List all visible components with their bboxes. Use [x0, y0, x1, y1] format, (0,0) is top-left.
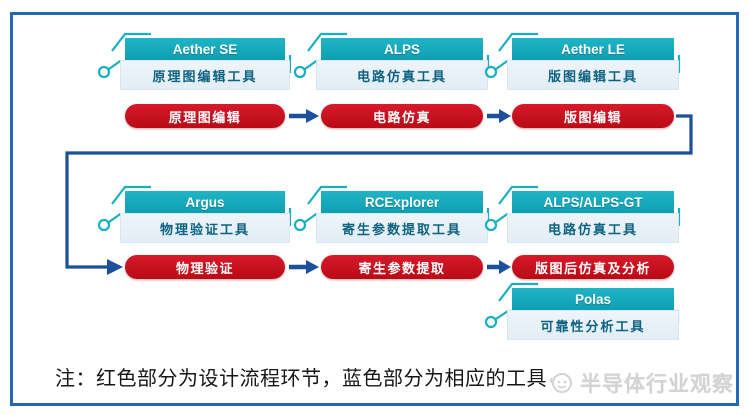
tool-description: 可靠性分析工具: [507, 310, 679, 340]
tool-description: 电路仿真工具: [507, 213, 679, 243]
flow-step-layout-edit: 版图编辑: [512, 104, 674, 128]
wechat-face-icon: [550, 373, 572, 393]
tool-card-alps: ALPS 电路仿真工具: [291, 24, 497, 110]
circuit-node-icon: [293, 218, 307, 232]
tool-card-aether-se: Aether SE 原理图编辑工具: [95, 24, 299, 110]
flow-step-physical-verify: 物理验证: [125, 255, 285, 279]
legend-note: 注：红色部分为设计流程环节，蓝色部分为相应的工具: [55, 368, 547, 390]
circuit-node-icon: [97, 218, 111, 232]
tool-name: ALPS: [321, 38, 483, 60]
tool-name: Argus: [125, 191, 285, 213]
circuit-node-icon: [97, 65, 111, 79]
circuit-node-icon: [484, 218, 498, 232]
circuit-node-icon: [484, 315, 498, 329]
flow-step-post-layout-sim: 版图后仿真及分析: [512, 255, 674, 279]
tool-name: Aether LE: [512, 38, 674, 60]
watermark-text: 半导体行业观察: [580, 373, 734, 396]
circuit-node-icon: [293, 65, 307, 79]
tool-name: Aether SE: [125, 38, 285, 60]
tool-name: Polas: [512, 288, 674, 310]
tool-description: 电路仿真工具: [316, 60, 488, 90]
circuit-node-icon: [484, 65, 498, 79]
tool-card-polas: Polas 可靠性分析工具: [482, 274, 688, 360]
tool-card-rcexplorer: RCExplorer 寄生参数提取工具: [291, 177, 497, 263]
tool-description: 原理图编辑工具: [120, 60, 290, 90]
tool-description: 物理验证工具: [120, 213, 290, 243]
tool-description: 寄生参数提取工具: [316, 213, 488, 243]
tool-description: 版图编辑工具: [507, 60, 679, 90]
tool-name: RCExplorer: [321, 191, 483, 213]
flow-step-circuit-sim: 电路仿真: [321, 104, 483, 128]
flow-step-parasitic-extract: 寄生参数提取: [321, 255, 483, 279]
tool-name: ALPS/ALPS-GT: [512, 191, 674, 213]
tool-card-argus: Argus 物理验证工具: [95, 177, 299, 263]
tool-card-aether-le: Aether LE 版图编辑工具: [482, 24, 688, 110]
flow-step-schematic-edit: 原理图编辑: [125, 104, 285, 128]
tool-card-alps-gt: ALPS/ALPS-GT 电路仿真工具: [482, 177, 688, 263]
watermark: 半导体行业观察: [548, 368, 734, 398]
